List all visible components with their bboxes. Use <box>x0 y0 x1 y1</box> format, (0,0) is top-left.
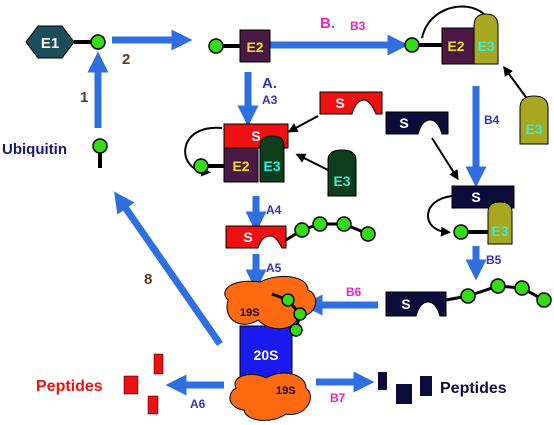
ubiquitin-ball <box>289 323 303 337</box>
polyubiquitinated-substrate-navy: S <box>385 278 552 317</box>
step-label-b6: B6 <box>346 285 362 299</box>
e1-label: E1 <box>41 35 59 52</box>
proteasome-19s-cap-bottom <box>229 372 311 421</box>
e3-enzyme-dark <box>327 149 357 197</box>
e2-enzyme <box>223 147 259 183</box>
e2-e3-substrate-complex-a: S E2 E3 <box>193 123 289 183</box>
e2-e3-complex-b3: E2 E3 <box>404 13 499 65</box>
substrate-red <box>225 225 287 249</box>
substrate-label: S <box>243 229 252 245</box>
arrow-step-8 <box>114 191 223 346</box>
step-label-a5: A5 <box>266 261 282 275</box>
ubiquitin-ball <box>294 222 310 238</box>
step-label-8: 8 <box>144 271 152 288</box>
path-label-b: B. <box>320 15 335 32</box>
substrate-label: S <box>335 95 344 111</box>
proteasome-26s: 20S 19S 19S <box>224 276 317 421</box>
e3-label: E3 <box>333 173 350 189</box>
substrate-navy <box>385 111 449 135</box>
ubiquitin-ball <box>514 280 530 296</box>
e1-enzyme <box>25 25 75 59</box>
e3-label: E3 <box>263 158 280 174</box>
binding-arrows <box>184 5 529 237</box>
ubiquitin-ball <box>208 38 224 54</box>
step-label-2: 2 <box>122 51 130 68</box>
free-substrate-navy: S <box>385 111 449 135</box>
peptide-fragment <box>147 395 159 415</box>
e2-label: E2 <box>232 158 249 174</box>
peptide-fragment <box>420 376 432 396</box>
navy-peptides: Peptides <box>378 372 507 404</box>
ubiquitin-ball <box>293 307 307 321</box>
proteasome-20s-label: 20S <box>254 347 279 363</box>
ubiquitin-ball <box>404 37 420 53</box>
ubiquitin-ball <box>312 216 328 232</box>
red-peptides: Peptides <box>36 353 164 415</box>
e2-label: E2 <box>246 39 263 55</box>
proteasome-19s-cap-top <box>224 276 317 330</box>
peptides-label-red: Peptides <box>36 378 103 395</box>
proteasome-19s-label: 19S <box>276 385 296 397</box>
peptide-fragment <box>396 384 412 404</box>
ubiquitin-ball <box>193 158 209 174</box>
arrow-loop-b <box>427 195 453 237</box>
peptide-fragment <box>153 353 164 375</box>
ubiquitin-ball <box>281 293 295 307</box>
e1-ubiquitin-complex: E1 <box>25 25 106 59</box>
ubiquitin-ball <box>90 34 106 50</box>
arrow-substrate-to-a <box>287 115 319 133</box>
substrate-red <box>319 91 383 115</box>
arrow-e3-to-a <box>295 153 329 171</box>
ubiquitin-ball <box>92 138 108 154</box>
e3-enzyme-olive <box>487 201 513 245</box>
e3-enzyme-olive <box>473 13 499 65</box>
path-label-a: A. <box>262 75 277 92</box>
step-labels: 2 1 8 B. B3 A. A3 B4 A4 A5 B5 B6 A6 B7 <box>80 15 502 411</box>
step-label-b5: B5 <box>486 253 502 267</box>
e3-label: E3 <box>477 38 494 54</box>
e3-label: E3 <box>491 223 508 239</box>
ubiquitin-ball <box>536 292 552 308</box>
e2-label: E2 <box>447 38 464 54</box>
ubiquitin-ball <box>460 288 476 304</box>
free-e3-olive: E3 <box>519 95 549 145</box>
ubiquitin-ball <box>336 216 352 232</box>
arrow-e3-olive-to-b3 <box>503 65 529 101</box>
substrate-label: S <box>471 189 480 205</box>
step-label-a4: A4 <box>266 203 282 217</box>
substrate-label: S <box>399 115 408 131</box>
step-label-b7: B7 <box>330 391 346 405</box>
pathway-arrows <box>87 29 487 396</box>
step-label-1: 1 <box>80 89 88 106</box>
substrate-label: S <box>251 128 260 144</box>
free-ubiquitin: Ubiquitin <box>2 138 108 168</box>
peptide-fragment <box>378 372 387 390</box>
substrate-label: S <box>401 296 410 312</box>
ubiquitin-label: Ubiquitin <box>2 141 67 158</box>
polyubiquitinated-substrate-red: S <box>225 216 376 249</box>
substrate-navy <box>385 291 447 317</box>
ubiquitin-ball <box>490 278 506 294</box>
step-label-b3: B3 <box>350 19 366 33</box>
e2-ubiquitin-complex: E2 <box>208 29 271 63</box>
e3-substrate-complex-b: S E3 <box>451 185 515 245</box>
step-label-a6: A6 <box>190 397 206 411</box>
ubiquitin-chain <box>271 292 302 331</box>
e3-enzyme-olive <box>519 95 549 145</box>
free-e3-dark: E3 <box>327 149 357 197</box>
peptides-label-navy: Peptides <box>440 380 507 397</box>
step-label-a3: A3 <box>262 93 278 107</box>
e3-enzyme-dark <box>259 135 285 183</box>
arrow-substrate-to-b <box>431 137 459 181</box>
e3-label: E3 <box>525 121 542 137</box>
peptide-fragment <box>123 375 139 395</box>
e2-enzyme <box>239 29 271 63</box>
ubiquitin-ball <box>453 224 469 240</box>
free-substrate-red: S <box>319 91 383 115</box>
ubiquitin-ball <box>360 226 376 242</box>
proteasome-19s-label: 19S <box>240 307 260 319</box>
step-label-b4: B4 <box>484 113 500 127</box>
